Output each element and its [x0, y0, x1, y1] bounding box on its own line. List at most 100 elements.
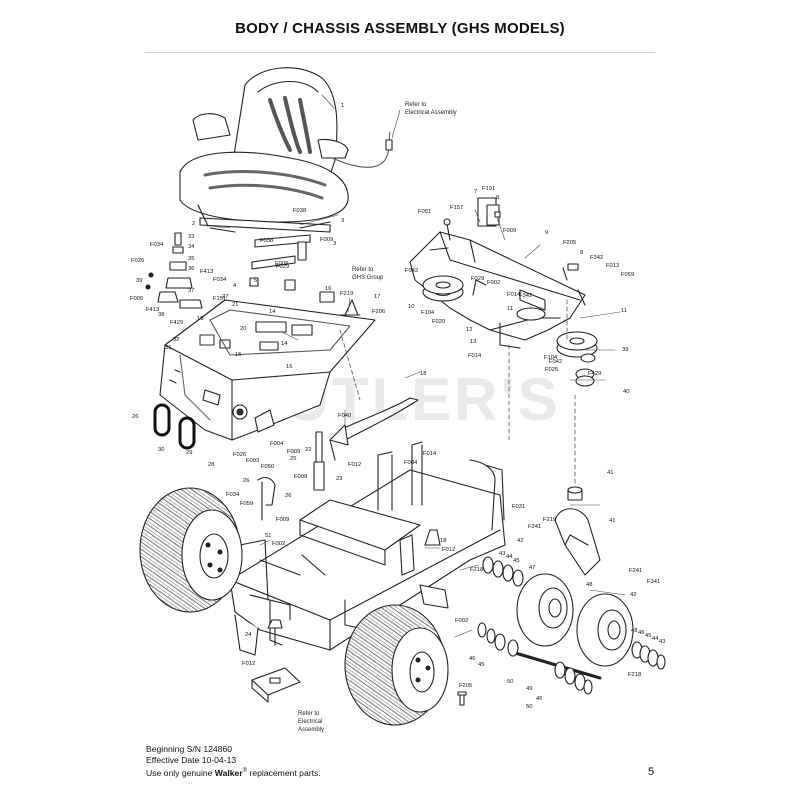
callout-label: 33	[188, 234, 194, 240]
callout-label: 11	[621, 308, 627, 314]
callout-label: F241	[629, 568, 642, 574]
callout-label: F205	[563, 240, 576, 246]
callout-label: F009	[294, 474, 307, 480]
callout-label: F034	[226, 492, 240, 498]
callout-label: F009	[287, 449, 300, 455]
page-title: BODY / CHASSIS ASSEMBLY (GHS MODELS)	[235, 20, 565, 37]
brand-name: Walker	[214, 767, 243, 778]
callout-label: F218	[470, 567, 483, 573]
callout-label: 36	[188, 266, 194, 272]
callout-label: F059	[621, 272, 634, 278]
callout-label: F029	[276, 264, 289, 270]
callout-label: 44	[652, 636, 659, 642]
callout-label: F050	[261, 464, 274, 470]
callout-label: 9	[580, 250, 583, 256]
callout-label: 12	[466, 327, 472, 333]
callout-label: F157	[450, 205, 463, 211]
callout-label: 37	[188, 288, 194, 294]
callout-label: 50	[526, 704, 532, 710]
callout-label: F429	[588, 371, 601, 377]
callout-label: F241	[528, 524, 541, 530]
callout-label: 18	[420, 371, 426, 377]
callout-label: 5	[254, 278, 257, 284]
page-number: 5	[648, 766, 655, 778]
callout-label: 38	[158, 312, 164, 318]
callout-label: 39	[622, 347, 628, 353]
callout-label: F059	[240, 501, 253, 507]
callout-label: F026	[131, 258, 144, 264]
callout-label: 18	[440, 538, 446, 544]
callout-label: 10	[408, 304, 414, 310]
page-footer: Beginning S/N 124860 Effective Date 10-0…	[146, 744, 321, 779]
callout-label: 50	[507, 679, 513, 685]
callout-label: F031	[512, 504, 525, 510]
part-callouts: 1 3 2 3 4 5 7 8 9 9 10 11 11 12 13 14 14…	[130, 103, 665, 710]
callout-label: F413	[146, 307, 159, 313]
callout-label: F004	[270, 441, 284, 447]
callout-label: F040	[338, 413, 351, 419]
callout-label: 22	[305, 447, 311, 453]
callout-label: 42	[517, 538, 523, 544]
callout-label: 45	[478, 662, 484, 668]
callout-label: F012	[242, 661, 255, 667]
callout-label: F219	[340, 291, 353, 297]
left-drive-tire	[139, 487, 243, 613]
callout-label: 26	[285, 493, 291, 499]
callout-label: 14	[281, 341, 288, 347]
callout-label: F009	[503, 228, 516, 234]
callout-label: F002	[487, 280, 500, 286]
chassis-frame	[229, 441, 506, 656]
note-ghs-line1: Refer to	[352, 267, 374, 273]
callout-label: 46	[638, 630, 644, 636]
note-ghs-line2: GHS Group	[352, 275, 384, 281]
callout-label: F205	[459, 683, 472, 689]
note-electrical-bottom-line1: Refer to	[298, 711, 320, 717]
callout-label: F093	[246, 458, 259, 464]
genuine-parts-suffix: replacement parts.	[247, 767, 321, 778]
callout-label: 51	[265, 533, 271, 539]
callout-label: F009	[276, 517, 289, 523]
genuine-parts-note: Use only genuine Walker® replacement par…	[146, 766, 321, 779]
callout-label: 11	[507, 306, 513, 312]
callout-label: F042	[549, 359, 562, 365]
note-electrical-top-line2: Electrical Assembly	[405, 110, 457, 116]
callout-label: 20	[240, 326, 246, 332]
callout-label: 48	[586, 582, 592, 588]
callout-label: 43	[659, 639, 665, 645]
callout-label: F341	[647, 579, 660, 585]
callout-label: 9	[545, 230, 548, 236]
callout-label: F025	[545, 367, 558, 373]
callout-label: 3	[333, 241, 336, 247]
callout-label: 32	[173, 337, 179, 343]
callout-label: F014	[423, 451, 437, 457]
callout-label: F104	[544, 355, 558, 361]
body-panel	[159, 299, 376, 441]
callout-label: 44	[506, 554, 513, 560]
callout-label: 46	[469, 656, 475, 662]
callout-label: 14	[269, 309, 276, 315]
callout-label: 31	[165, 345, 171, 351]
callout-label: 26	[132, 414, 138, 420]
callout-label: 15	[235, 352, 241, 358]
callout-label: F429	[170, 320, 183, 326]
upper-hardware	[145, 227, 361, 316]
callout-label: F002	[455, 618, 468, 624]
callout-label: 4	[233, 283, 237, 289]
callout-label: F342	[519, 293, 532, 299]
callout-label: 49	[526, 686, 532, 692]
callout-label: F218	[628, 672, 641, 678]
note-electrical-top-line1: Refer to	[405, 102, 427, 108]
callout-label: F104	[421, 310, 435, 316]
callout-label: F002	[272, 541, 285, 547]
callout-label: F051	[418, 209, 431, 215]
callout-label: F005	[130, 296, 143, 302]
callout-label: 2	[192, 221, 195, 227]
callout-label: 25	[290, 456, 296, 462]
caster-wheels	[516, 573, 634, 667]
callout-label: 34	[188, 244, 195, 250]
note-electrical-bottom-line2: Electrical	[298, 719, 322, 725]
registered-mark: ®	[242, 768, 248, 774]
callout-label: 26	[243, 478, 249, 484]
callout-label: 24	[245, 632, 252, 638]
callout-label: 27	[222, 294, 228, 300]
